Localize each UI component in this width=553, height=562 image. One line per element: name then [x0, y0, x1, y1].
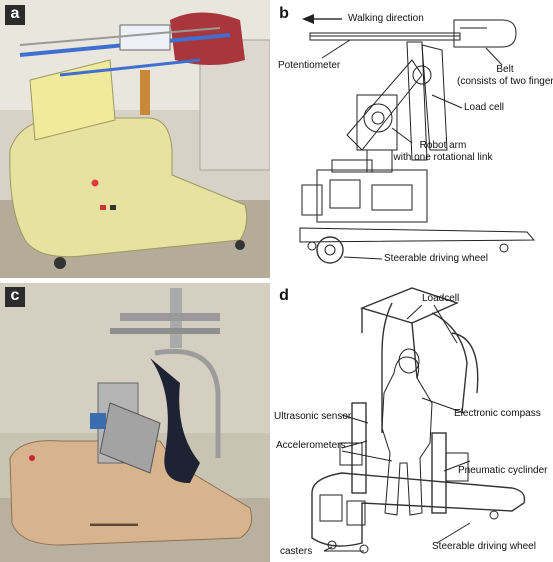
panel-a-illustration — [0, 0, 270, 278]
label-accelerometers: Accelerometers — [276, 440, 346, 451]
panel-c-illustration: ▬▬▬▬▬▬ — [0, 283, 270, 562]
label-steerable-driving-wheel-d: Steerable driving wheel — [432, 541, 536, 552]
panel-b-drawing — [299, 14, 536, 264]
label-robot-arm-line2: with one rotational link — [393, 152, 493, 163]
label-robot-arm: Robot arm with one rotational link — [378, 140, 508, 164]
panel-a-tag: a — [5, 5, 25, 25]
panel-b-diagram: Walking direction Potentiometer Belt (co… — [272, 0, 553, 278]
panel-c-robot-plate: ▬▬▬▬▬▬ — [90, 519, 138, 528]
panel-d-diagram: Loadcell Ultrasonic sensor Electronic co… — [272, 283, 553, 562]
panel-c-tag: c — [5, 287, 25, 307]
panel-a-photo — [0, 0, 270, 278]
label-electronic-compass: Electronic compass — [454, 408, 541, 419]
label-walking-direction: Walking direction — [348, 13, 424, 24]
label-belt-line1: Belt — [496, 64, 514, 75]
label-casters: casters — [280, 546, 313, 557]
label-steerable-driving-wheel-b: Steerable driving wheel — [384, 253, 488, 264]
label-belt: Belt (consists of two fingers) — [457, 64, 553, 88]
label-pneumatic-cylinder: Pneumatic cyclinder — [458, 465, 548, 476]
label-belt-line2: (consists of two fingers) — [457, 76, 553, 87]
label-load-cell: Load cell — [464, 102, 505, 113]
label-potentiometer: Potentiometer — [278, 60, 341, 71]
label-robot-arm-line1: Robot arm — [419, 140, 467, 151]
panel-d-tag: d — [274, 287, 294, 307]
panel-d-drawing — [311, 287, 526, 554]
panel-b-tag: b — [274, 5, 294, 25]
panel-c-photo: ▬▬▬▬▬▬ — [0, 283, 270, 562]
label-loadcell: Loadcell — [422, 293, 460, 304]
label-ultrasonic-sensor: Ultrasonic sensor — [274, 411, 352, 422]
